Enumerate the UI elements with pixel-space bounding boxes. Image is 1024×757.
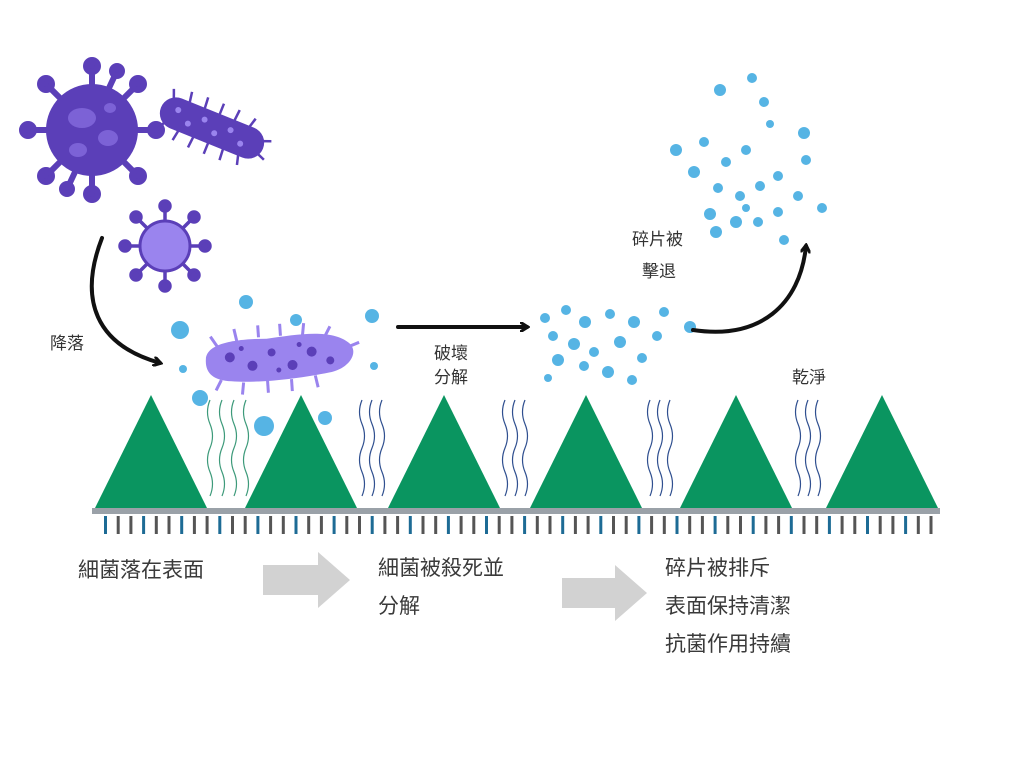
substrate-tick (116, 516, 120, 534)
substrate-tick (523, 516, 527, 534)
substrate-tick (662, 516, 666, 534)
bacterium-destroyed-icon (205, 322, 360, 395)
debris-particles-middle (540, 305, 696, 385)
substrate-tick (548, 516, 552, 534)
substrate-tick (929, 516, 933, 534)
substrate-tick (358, 516, 361, 534)
label-repel-line2: 擊退 (642, 262, 676, 282)
substrate-tick (180, 516, 184, 534)
step-arrow-1 (263, 552, 350, 608)
substrate-tick (345, 516, 349, 534)
substrate-bar (92, 508, 940, 514)
step-1-line-1: 細菌落在表面 (78, 558, 204, 582)
substrate-tick (904, 516, 908, 534)
substrate-tick (891, 516, 895, 534)
substrate-tick (916, 516, 920, 534)
substrate-tick (612, 516, 615, 534)
repelled-particles (670, 73, 827, 245)
substrate-tick (256, 516, 260, 534)
substrate-tick (167, 516, 171, 534)
substrate-tick (307, 516, 311, 534)
substrate-tick (866, 516, 869, 534)
substrate-tick (383, 516, 387, 534)
label-fall: 降落 (50, 334, 84, 354)
substrate-tick (802, 516, 806, 534)
substrate-tick (840, 516, 844, 534)
substrate-tick (129, 516, 133, 534)
surface-fibers (206, 399, 822, 497)
debris-particles-left (171, 295, 379, 436)
step-3-line-3: 抗菌作用持續 (665, 632, 791, 656)
substrate-tick (637, 516, 641, 534)
substrate-tick (853, 516, 857, 534)
substrate-tick (269, 516, 273, 534)
substrate-tick (764, 516, 768, 534)
substrate-tick (789, 516, 793, 534)
substrate-tick (510, 516, 514, 534)
bacterium-icon (156, 88, 272, 166)
substrate-tick (104, 516, 107, 534)
label-destroy-line1: 破壞 (434, 344, 468, 364)
substrate-tick (586, 516, 590, 534)
substrate-tick (700, 516, 704, 534)
substrate-tick (726, 516, 730, 534)
step-2-line-2: 分解 (378, 594, 420, 618)
substrate-tick (777, 516, 781, 534)
substrate-tick (497, 516, 501, 534)
substrate-tick (319, 516, 323, 534)
fall-arrow (89, 236, 160, 363)
substrate-tick (878, 516, 882, 534)
substrate-tick (650, 516, 654, 534)
substrate-tick (713, 516, 717, 534)
substrate-tick (243, 516, 247, 534)
substrate-tick (332, 516, 336, 534)
step-arrow-2 (562, 565, 647, 621)
repel-arrow (691, 246, 806, 334)
step-3-line-1: 碎片被排斥 (665, 556, 770, 580)
substrate-tick (624, 516, 628, 534)
substrate-tick (675, 516, 679, 534)
substrate-ticks (104, 516, 933, 534)
substrate-tick (751, 516, 755, 534)
substrate-tick (688, 516, 692, 534)
substrate-tick (446, 516, 450, 534)
substrate-tick (561, 516, 565, 534)
substrate-tick (459, 516, 463, 534)
substrate-tick (370, 516, 374, 534)
substrate-tick (396, 516, 400, 534)
substrate-tick (231, 516, 234, 534)
step-3-line-2: 表面保持清潔 (665, 594, 791, 618)
substrate-tick (573, 516, 577, 534)
label-destroy-line2: 分解 (434, 368, 468, 388)
label-clean: 乾淨 (792, 368, 826, 388)
virus-icon (19, 57, 165, 203)
label-repel-line1: 碎片被 (632, 230, 683, 250)
substrate-tick (739, 516, 742, 534)
substrate-tick (472, 516, 476, 534)
substrate-tick (142, 516, 146, 534)
substrate-tick (294, 516, 298, 534)
substrate-tick (218, 516, 222, 534)
substrate-tick (192, 516, 196, 534)
substrate-tick (205, 516, 209, 534)
substrate-tick (827, 516, 831, 534)
substrate-tick (599, 516, 603, 534)
substrate-tick (154, 516, 158, 534)
phage-icon (118, 199, 212, 293)
step-2-line-1: 細菌被殺死並 (378, 556, 504, 580)
substrate-tick (281, 516, 285, 534)
substrate-tick (535, 516, 539, 534)
substrate-tick (815, 516, 819, 534)
substrate-tick (421, 516, 425, 534)
substrate-tick (408, 516, 412, 534)
antimicrobial-pyramids (95, 395, 938, 508)
substrate-tick (434, 516, 438, 534)
substrate-tick (485, 516, 488, 534)
